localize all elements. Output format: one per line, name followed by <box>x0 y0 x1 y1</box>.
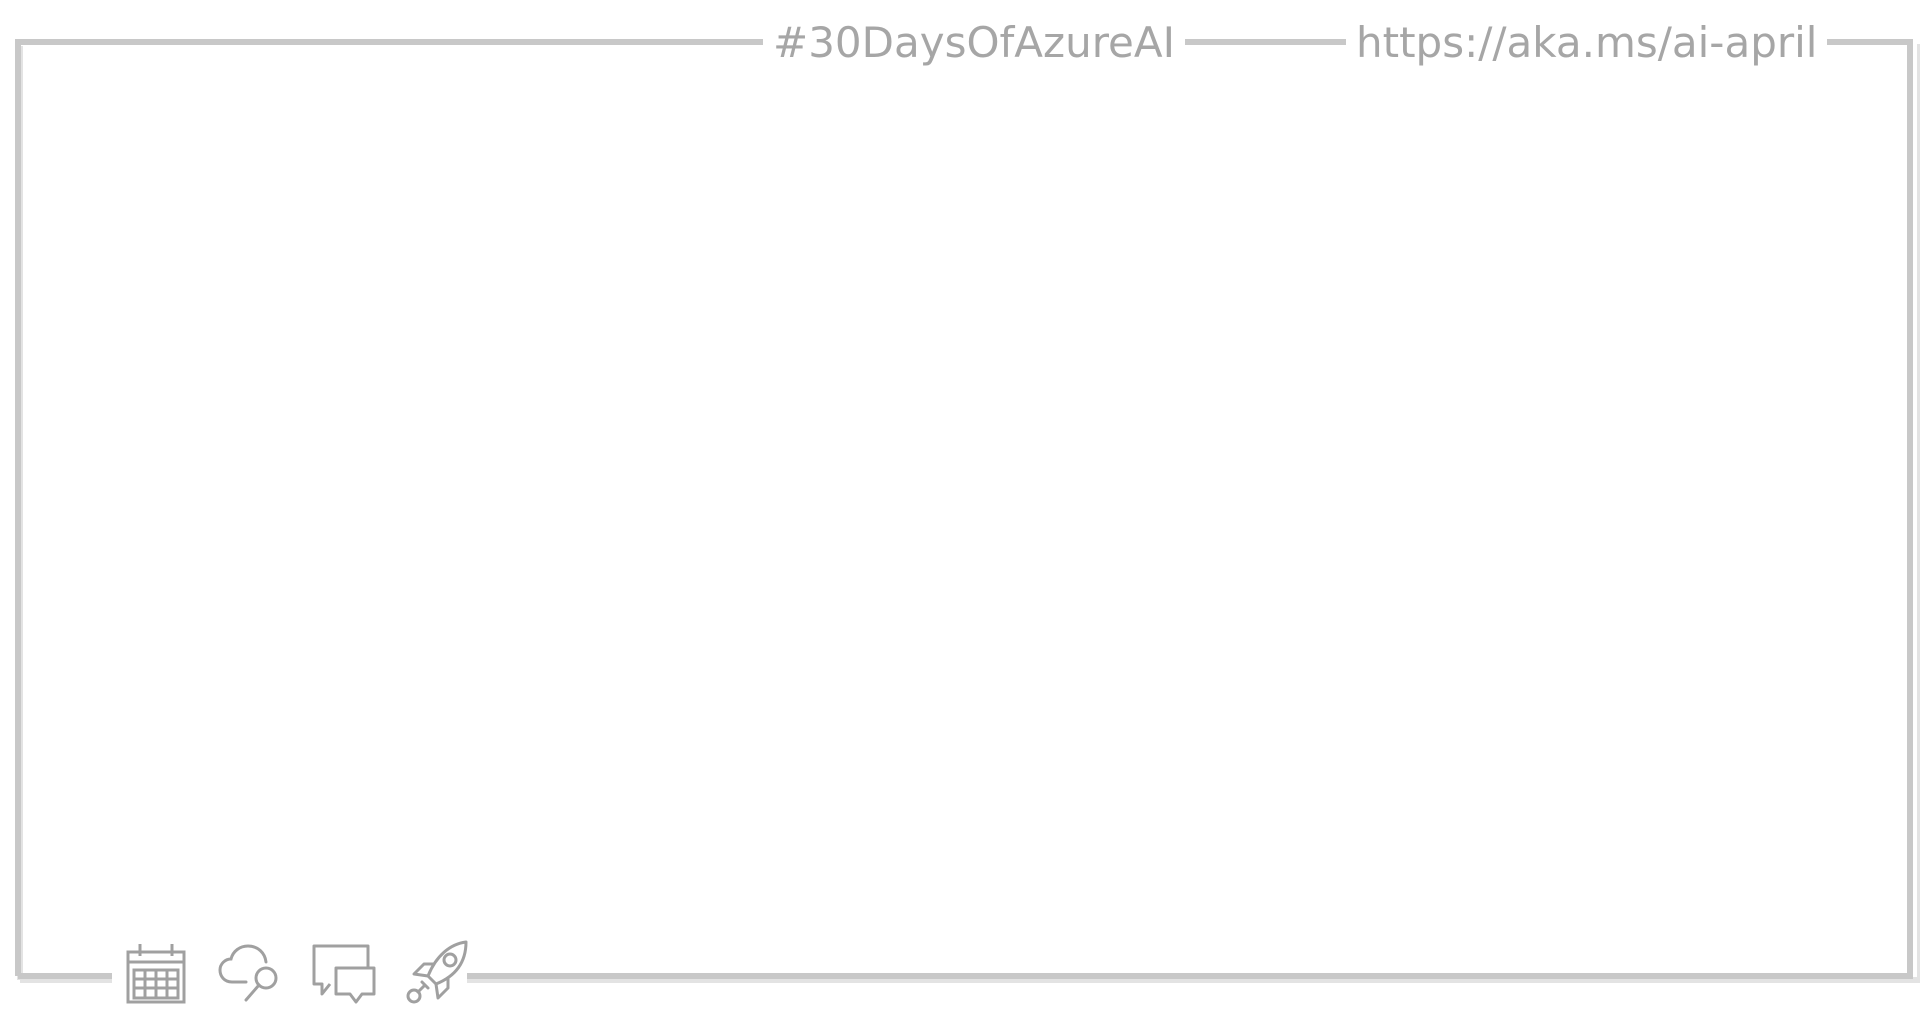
event-url-link[interactable]: https://aka.ms/ai-april <box>1346 16 1828 70</box>
footer-icon-row <box>112 938 468 1006</box>
cloud-search-icon <box>216 938 284 1006</box>
hashtag-label: #30DaysOfAzureAI <box>763 16 1185 70</box>
chat-bubbles-icon <box>310 938 378 1006</box>
rocket-icon <box>404 938 472 1006</box>
calendar-icon <box>122 938 190 1006</box>
